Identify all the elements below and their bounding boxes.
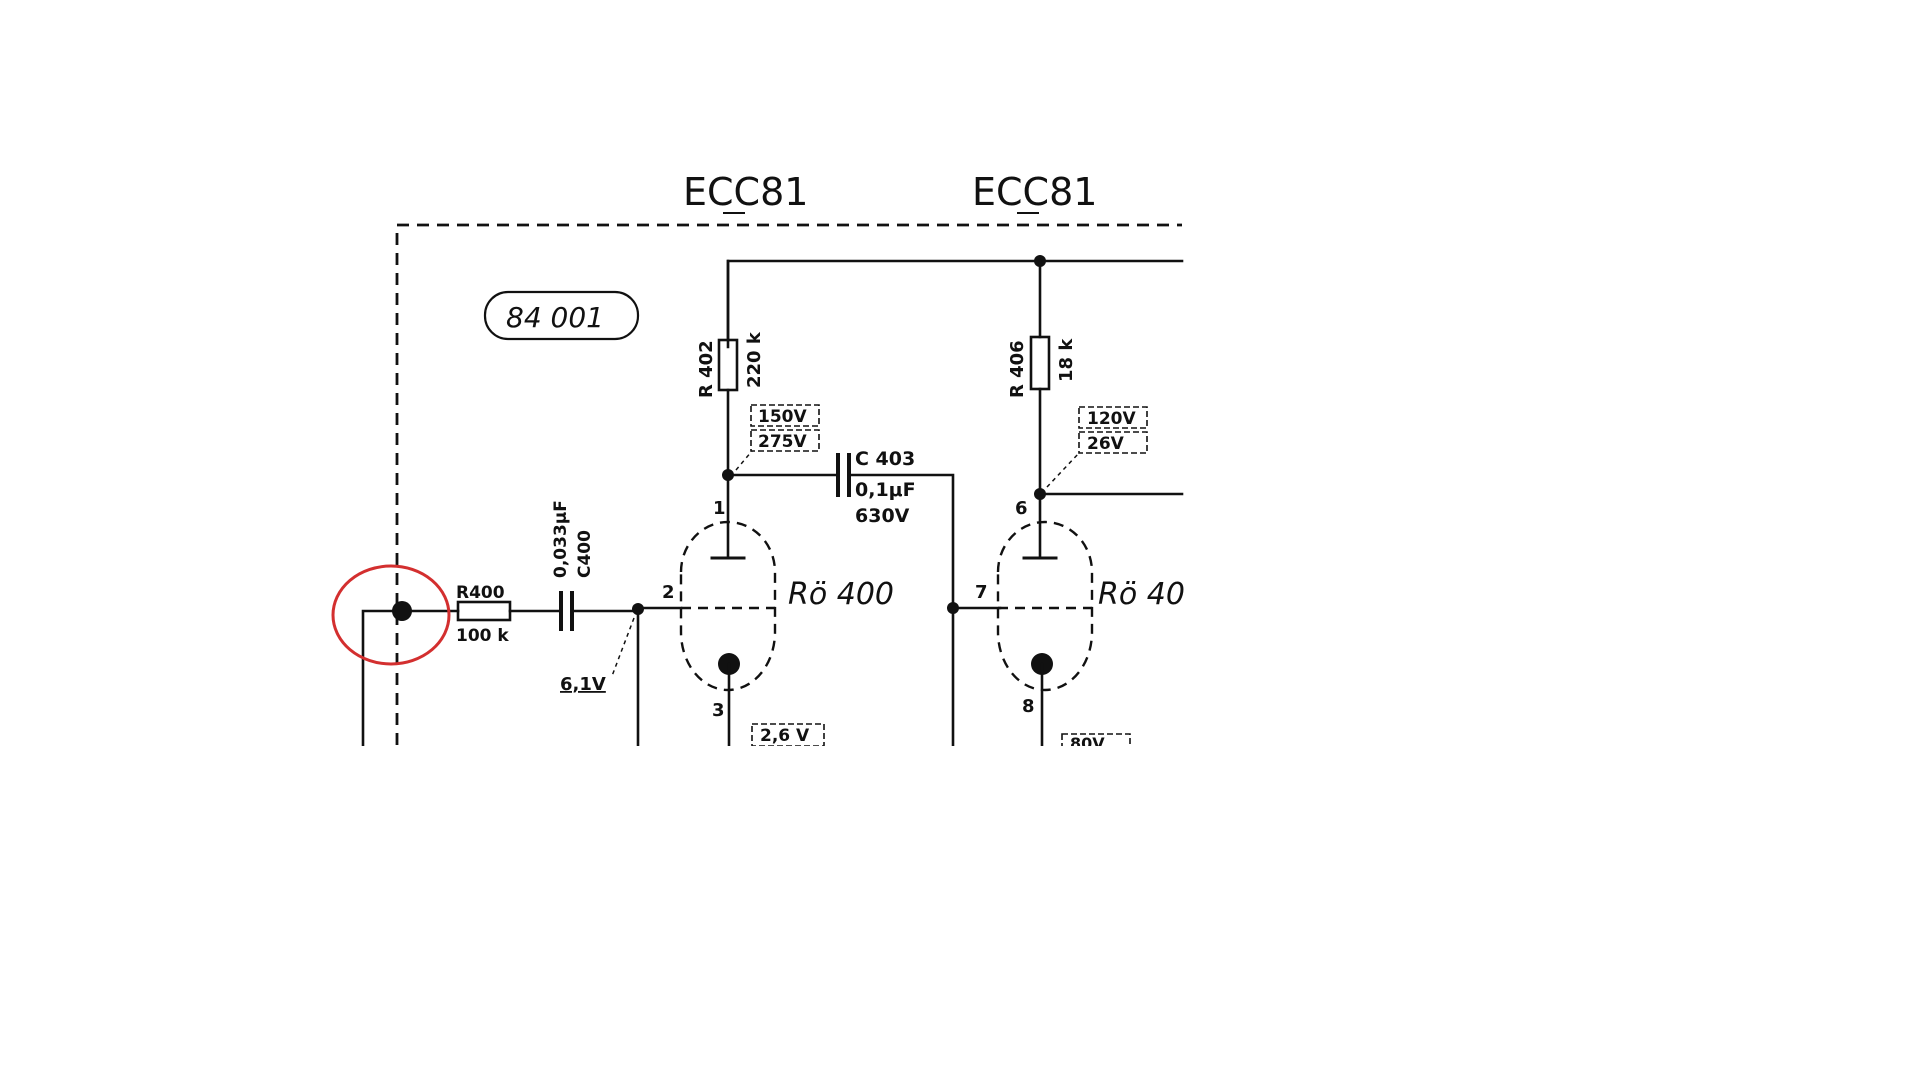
input-wire-left bbox=[361, 609, 460, 747]
anode2-voltage-box-b bbox=[1078, 431, 1148, 454]
c403-voltage: 630V bbox=[855, 505, 910, 527]
tube2-pin-7: 7 bbox=[975, 582, 988, 603]
anode1-voltage-box-b bbox=[750, 429, 820, 452]
tube-type-2: ECC81 bbox=[972, 170, 1097, 214]
tube1-pin-1: 1 bbox=[713, 498, 726, 519]
r400-resistor bbox=[456, 600, 512, 622]
c403-wire-right bbox=[850, 473, 955, 747]
r406-ref: R 406 bbox=[1007, 340, 1028, 398]
tube1-name: Rö 400 bbox=[788, 577, 894, 612]
grid1-voltage-leader bbox=[611, 617, 635, 677]
c403-value: 0,1μF bbox=[855, 479, 916, 501]
tube1-envelope bbox=[679, 520, 777, 692]
c403-ref: C 403 bbox=[855, 448, 915, 470]
anode2-voltage-a: 120V bbox=[1087, 409, 1136, 429]
r402-ref: R 402 bbox=[696, 340, 717, 398]
c400-ref: C400 bbox=[575, 530, 595, 578]
r400-value: 100 k bbox=[456, 626, 509, 646]
anode2-voltage-box-a bbox=[1078, 406, 1148, 429]
tube2-pin-6: 6 bbox=[1015, 498, 1028, 519]
cathode1-voltage: 2,6 V bbox=[760, 726, 810, 746]
anode1-voltage-b: 275V bbox=[758, 432, 807, 452]
tube2-envelope bbox=[996, 520, 1094, 692]
r402-value: 220 k bbox=[744, 331, 765, 388]
tube1-pin-3: 3 bbox=[712, 700, 725, 721]
tube1-pin-2: 2 bbox=[662, 582, 675, 603]
r406-resistor bbox=[1029, 335, 1051, 391]
board-label-frame bbox=[483, 290, 640, 341]
r400-ref: R400 bbox=[456, 583, 505, 603]
anode1-voltage-a: 150V bbox=[758, 407, 807, 427]
tube2-pin-8: 8 bbox=[1022, 696, 1035, 717]
r406-value: 18 k bbox=[1056, 338, 1077, 382]
grid1-voltage: 6,1V bbox=[560, 674, 606, 695]
anode2-voltage-b: 26V bbox=[1087, 434, 1125, 454]
anode1-voltage-box-a bbox=[750, 404, 820, 427]
tube2-name: Rö 40 bbox=[1098, 577, 1185, 612]
anode2-voltage-leader bbox=[1046, 452, 1080, 488]
board-border bbox=[395, 223, 1182, 745]
c400-value: 0,033μF bbox=[551, 500, 571, 578]
input-node bbox=[392, 601, 412, 621]
crop-mask-bottom bbox=[0, 746, 1920, 1080]
tube-type-1: ECC81 bbox=[683, 170, 808, 214]
bplus-rail bbox=[726, 259, 1184, 349]
highlight-circle bbox=[331, 564, 451, 666]
anode1-voltage-leader bbox=[735, 450, 753, 471]
board-label: 84 001 bbox=[506, 301, 604, 334]
